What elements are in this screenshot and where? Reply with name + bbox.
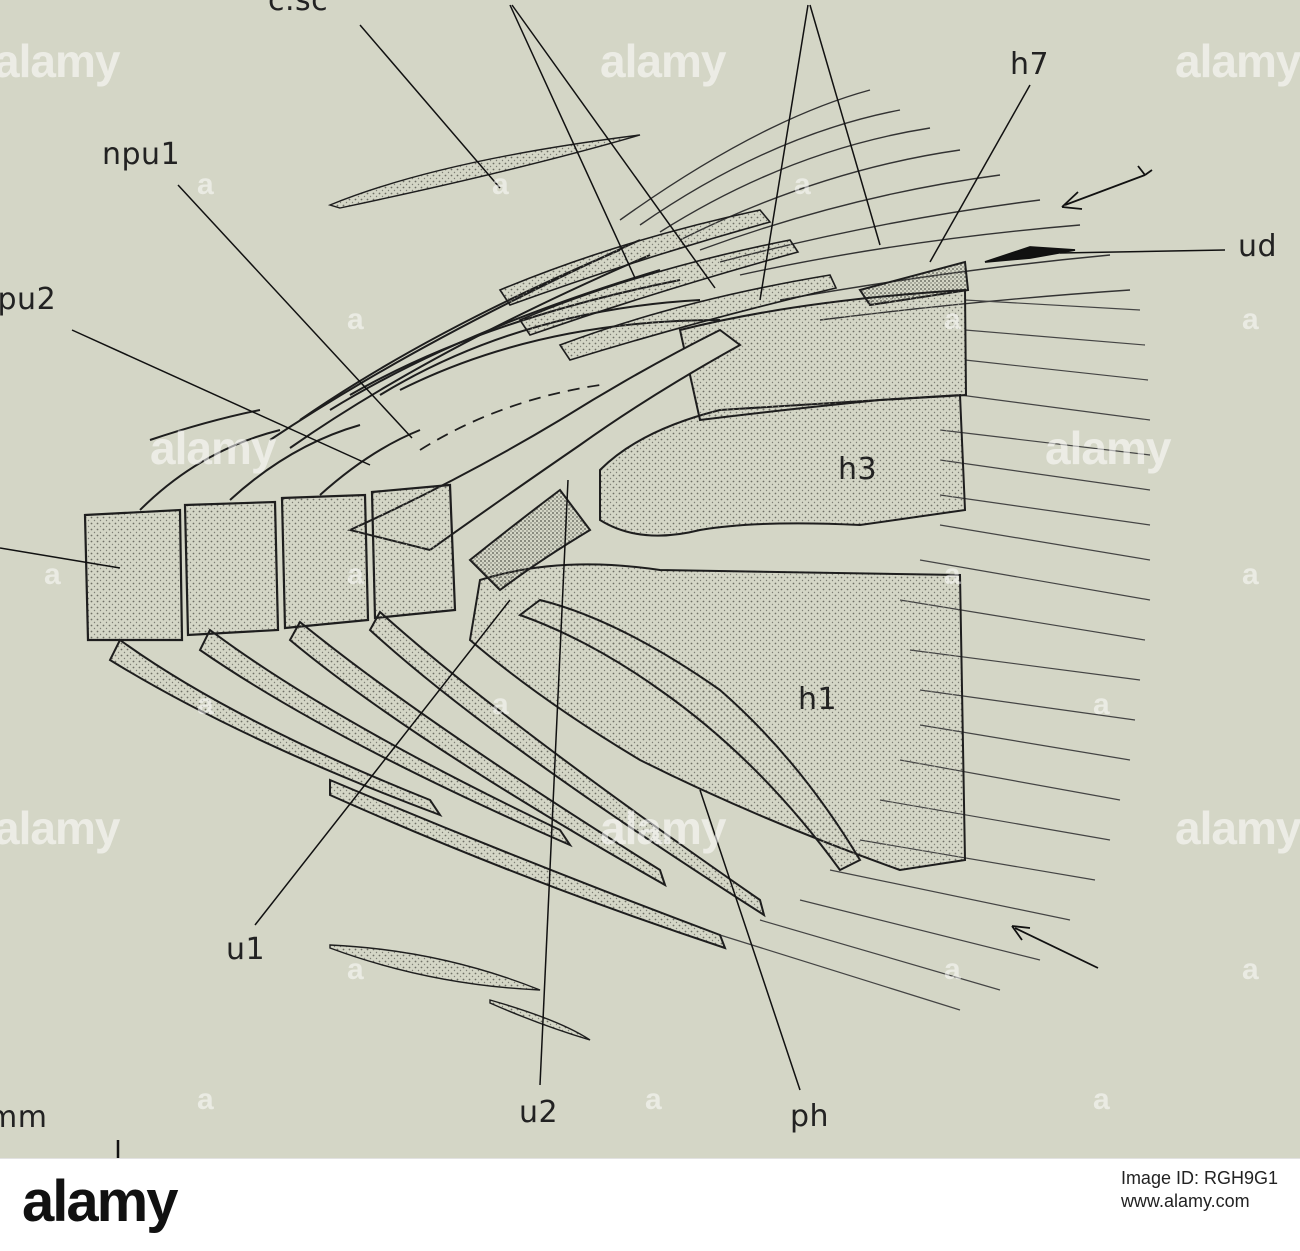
footer-image-info: Image ID: RGH9G1 www.alamy.com (1121, 1167, 1278, 1214)
watermark-a-11: a (197, 688, 214, 721)
leader-pair1-b (511, 4, 716, 289)
watermark-alamy-6: alamy (0, 802, 120, 854)
watermark-a-10: a (1242, 558, 1259, 591)
watermark-a-3: a (794, 168, 811, 201)
epurals-stippled (498, 209, 838, 361)
watermark-a-7: a (44, 558, 61, 591)
label-u2: u2 (519, 1095, 559, 1130)
leader-h7 (929, 84, 1031, 263)
vertebra-4 (370, 483, 457, 620)
arrow-ud (984, 246, 1076, 263)
watermark-alamy-5: alamy (1045, 422, 1171, 474)
label-csc: c.sc (268, 0, 329, 18)
label-u1: u1 (226, 932, 266, 967)
watermark-a-2: a (492, 168, 509, 201)
watermark-alamy-2: alamy (600, 35, 726, 87)
watermark-alamy-1: alamy (0, 35, 120, 87)
watermark-a-6: a (1242, 303, 1259, 336)
haemal-spines (108, 610, 766, 950)
neural-spines-upper (269, 239, 721, 449)
leader-csc (359, 24, 501, 189)
watermark-alamy-4: alamy (150, 422, 276, 474)
arrow-lower (1014, 927, 1099, 969)
leader-u1 (254, 599, 511, 926)
watermark-a-12: a (492, 688, 509, 721)
watermark-a-19: a (1093, 1083, 1110, 1116)
footer-brand-logo[interactable]: alamy (22, 1169, 178, 1234)
leader-ph (699, 789, 801, 1091)
label-h7: h7 (1010, 47, 1050, 82)
label-ph: ph (790, 1099, 830, 1134)
caudal-skeleton-drawing (0, 4, 1226, 1158)
label-h3: h3 (838, 452, 878, 487)
leader-lines (0, 4, 1226, 1091)
watermark-a-14: a (347, 953, 364, 986)
hypurals (468, 260, 970, 872)
footer-image-id: Image ID: RGH9G1 (1120, 1168, 1278, 1188)
fish-caudal-skeleton-figure: c.sc npu1 npu2 h7 ud h3 h1 u1 u2 ph mm a… (0, 0, 1300, 1158)
fin-rays-fan (719, 299, 1151, 1011)
watermark-alamy-3: alamy (1175, 35, 1300, 87)
label-npu1: npu1 (102, 137, 181, 172)
vertebra-2 (183, 500, 280, 637)
scale-bar (116, 1140, 120, 1158)
footer-site-link[interactable]: www.alamy.com (1120, 1191, 1250, 1212)
leader-ud (1059, 249, 1226, 254)
leader-pair2-a (759, 4, 809, 301)
caudal-scute-lower (329, 944, 541, 991)
watermark-a-8: a (347, 558, 364, 591)
watermark-a-17: a (197, 1083, 214, 1116)
watermark-alamy-7: alamy (600, 802, 726, 854)
label-ud: ud (1238, 229, 1278, 264)
watermark-a-9: a (944, 558, 961, 591)
vertebra-3 (280, 493, 370, 630)
leader-centrum (0, 547, 121, 569)
watermark-a-4: a (347, 303, 364, 336)
watermark-alamy-8: alamy (1175, 802, 1300, 854)
vertebra-1 (83, 508, 184, 642)
leader-npu2 (71, 329, 371, 466)
vertebrae (83, 483, 457, 642)
watermark-a-1: a (197, 168, 214, 201)
hypural-upper-plate (599, 393, 967, 537)
label-h1: h1 (798, 682, 838, 717)
label-scale-unit: mm (0, 1100, 48, 1135)
watermark-a-15: a (944, 953, 961, 986)
watermark-a-13: a (1093, 688, 1110, 721)
hypural-strip (678, 288, 968, 422)
arrows (984, 165, 1153, 969)
leader-pair1-a (509, 4, 636, 279)
leader-npu1 (177, 184, 413, 439)
watermark-a-16: a (1242, 953, 1259, 986)
arrow-upper (1064, 174, 1146, 206)
label-npu2: npu2 (0, 282, 57, 317)
stock-footer: alamy Image ID: RGH9G1 www.alamy.com (0, 1158, 1300, 1251)
watermark-a-18: a (645, 1083, 662, 1116)
leader-pair2-b (809, 4, 881, 246)
leader-u2 (539, 479, 569, 1086)
parhypural (517, 598, 862, 872)
watermark-a-5: a (944, 303, 961, 336)
